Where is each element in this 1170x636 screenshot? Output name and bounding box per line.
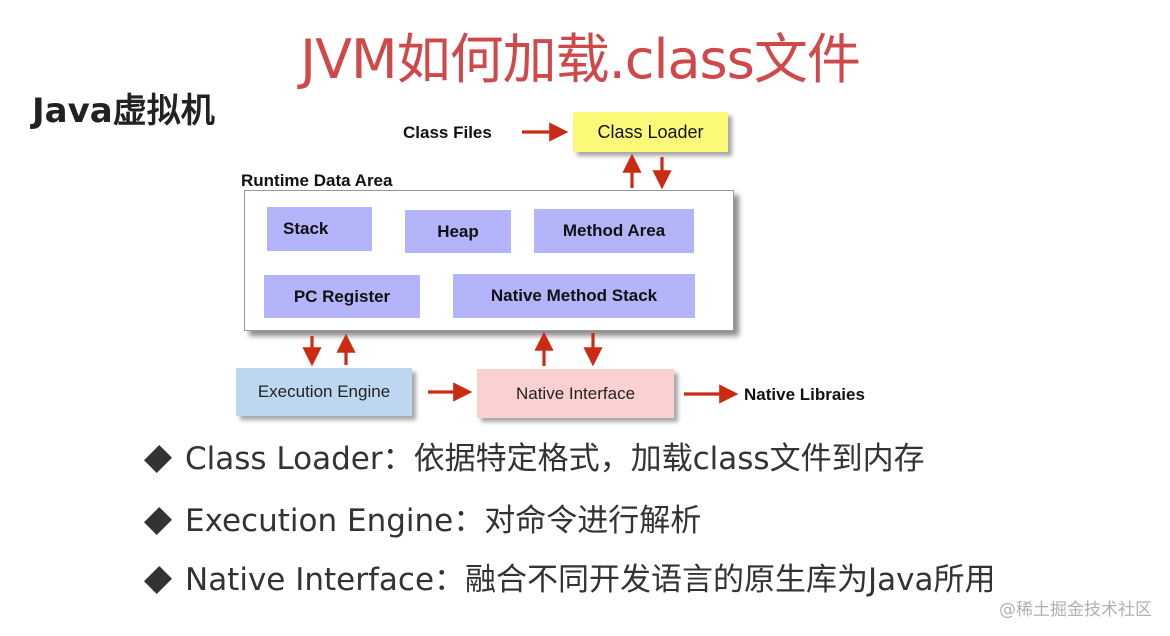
bullet-term: Execution Engine (185, 503, 454, 539)
heap-label: Heap (437, 221, 479, 241)
native-method-stack-box: Native Method Stack (453, 274, 695, 318)
execution-engine-box: Execution Engine (236, 368, 412, 416)
execution-engine-label: Execution Engine (257, 382, 391, 401)
runtime-data-area-label: Runtime Data Area (241, 171, 393, 190)
bullet-separator: ： (434, 562, 466, 598)
diamond-bullet-icon (143, 565, 173, 595)
native-interface-box: Native Interface (477, 369, 674, 418)
stack-label: Stack (283, 219, 329, 238)
bullet-description: 融合不同开发语言的原生库为Java所用 (465, 562, 996, 598)
watermark: @稀土掘金技术社区 (999, 600, 1152, 620)
pc-register-label: PC Register (293, 286, 391, 306)
bullet-item: Class Loader ： 依据特定格式，加载class文件到内存 (143, 437, 925, 481)
bullet-description: 依据特定格式，加载class文件到内存 (413, 441, 925, 477)
bullet-separator: ： (382, 441, 414, 477)
method-area-box: Method Area (534, 209, 694, 253)
pc-register-box: PC Register (264, 275, 420, 318)
bullet-item: Execution Engine ： 对命令进行解析 (143, 499, 701, 543)
bullet-item: Native Interface ： 融合不同开发语言的原生库为Java所用 (143, 558, 996, 602)
stack-box: Stack (267, 207, 372, 251)
class-loader-box: Class Loader (573, 112, 728, 152)
bullet-term: Class Loader (185, 441, 383, 477)
diamond-bullet-icon (143, 506, 173, 536)
class-loader-label: Class Loader (597, 121, 704, 142)
method-area-label: Method Area (562, 221, 666, 240)
heap-box: Heap (405, 210, 511, 253)
class-files-label: Class Files (403, 123, 492, 142)
bullet-description: 对命令进行解析 (484, 503, 702, 539)
bullet-separator: ： (453, 503, 485, 539)
native-method-stack-label: Native Method Stack (490, 286, 658, 305)
native-interface-label: Native Interface (515, 383, 636, 403)
diamond-bullet-icon (143, 444, 173, 474)
bullet-term: Native Interface (185, 562, 435, 598)
slide-subtitle: Java虚拟机 (32, 91, 215, 131)
native-libraries-label: Native Libraies (744, 385, 865, 404)
slide-title: JVM如何加载.class文件 (300, 28, 861, 91)
